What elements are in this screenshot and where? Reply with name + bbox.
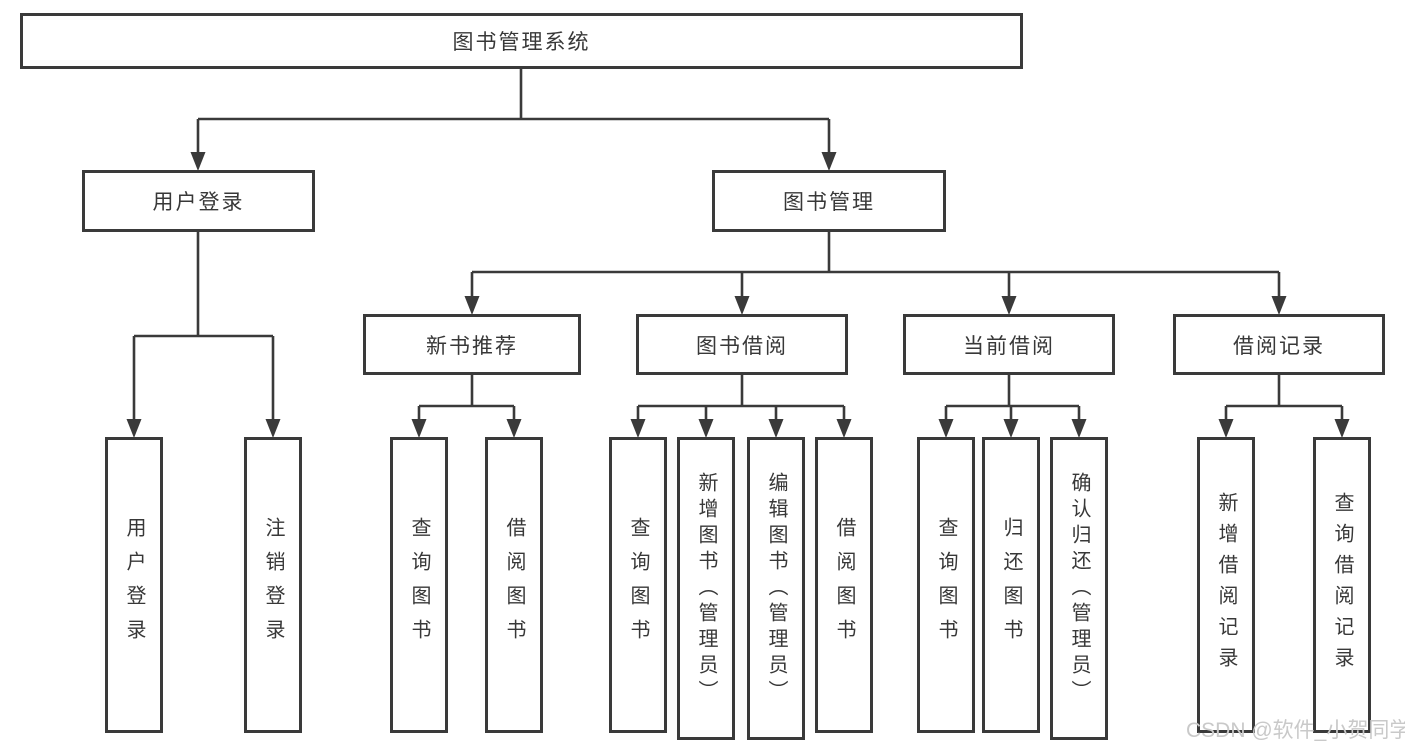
arrowhead-icon xyxy=(126,419,142,438)
node-borrowing-query-books: 查询图书 xyxy=(609,437,667,733)
node-current-borrowing-label: 当前借阅 xyxy=(963,334,1055,358)
arrowhead-icon xyxy=(698,419,714,438)
arrowhead-icon xyxy=(630,419,646,438)
node-records-add-record-label: 新增借阅记录 xyxy=(1215,492,1237,678)
node-user-login-branch-label: 用户登录 xyxy=(152,191,245,214)
node-current-confirm-return-admin: 确认归还（管理员） xyxy=(1050,437,1108,740)
arrowhead-icon xyxy=(768,419,784,438)
node-borrowing-query-books-label: 查询图书 xyxy=(627,517,649,653)
arrowhead-icon xyxy=(506,419,522,438)
arrowhead-icon xyxy=(411,419,427,438)
node-new-book-recommend: 新书推荐 xyxy=(363,314,581,375)
node-current-return-books-label: 归还图书 xyxy=(1000,517,1022,653)
arrowhead-icon xyxy=(190,152,206,171)
node-borrowing-add-books-admin-label: 新增图书（管理员） xyxy=(695,471,717,706)
node-root: 图书管理系统 xyxy=(20,13,1023,69)
node-current-return-books: 归还图书 xyxy=(982,437,1040,733)
arrowhead-icon xyxy=(265,419,281,438)
node-borrowing-borrow-books-label: 借阅图书 xyxy=(833,517,855,653)
arrowhead-icon xyxy=(836,419,852,438)
node-user-login: 用户登录 xyxy=(105,437,163,733)
node-book-management-label: 图书管理 xyxy=(783,191,875,214)
arrowhead-icon xyxy=(1218,419,1234,438)
arrowhead-icon xyxy=(821,152,837,171)
node-current-query-books: 查询图书 xyxy=(917,437,975,733)
csdn-watermark: CSDN @软件_小贺同学 xyxy=(1186,719,1405,742)
node-recommend-borrow-books: 借阅图书 xyxy=(485,437,543,733)
node-current-confirm-return-admin-label: 确认归还（管理员） xyxy=(1068,471,1090,706)
node-borrowing-borrow-books: 借阅图书 xyxy=(815,437,873,733)
node-records-add-record: 新增借阅记录 xyxy=(1197,437,1255,733)
arrowhead-icon xyxy=(1001,296,1017,315)
node-book-management: 图书管理 xyxy=(712,170,946,232)
node-current-query-books-label: 查询图书 xyxy=(935,517,957,653)
node-recommend-borrow-books-label: 借阅图书 xyxy=(503,517,525,653)
node-new-book-recommend-label: 新书推荐 xyxy=(426,334,518,358)
node-borrowing-edit-books-admin-label: 编辑图书（管理员） xyxy=(765,471,787,706)
node-logout-login-label: 注销登录 xyxy=(262,517,284,653)
node-user-login-label: 用户登录 xyxy=(123,517,145,653)
arrowhead-icon xyxy=(1271,296,1287,315)
node-root-label: 图书管理系统 xyxy=(452,31,591,54)
node-book-borrowing-label: 图书借阅 xyxy=(696,334,788,358)
node-borrowing-edit-books-admin: 编辑图书（管理员） xyxy=(747,437,805,740)
node-logout-login: 注销登录 xyxy=(244,437,302,733)
node-book-borrowing: 图书借阅 xyxy=(636,314,848,375)
node-current-borrowing: 当前借阅 xyxy=(903,314,1115,375)
arrowhead-icon xyxy=(734,296,750,315)
node-recommend-query-books: 查询图书 xyxy=(390,437,448,733)
arrowhead-icon xyxy=(1334,419,1350,438)
arrowhead-icon xyxy=(1003,419,1019,438)
arrowhead-icon xyxy=(938,419,954,438)
node-borrow-records: 借阅记录 xyxy=(1173,314,1385,375)
arrowhead-icon xyxy=(1071,419,1087,438)
node-records-query-record-label: 查询借阅记录 xyxy=(1331,492,1353,678)
node-borrow-records-label: 借阅记录 xyxy=(1233,334,1325,358)
node-borrowing-add-books-admin: 新增图书（管理员） xyxy=(677,437,735,740)
node-records-query-record: 查询借阅记录 xyxy=(1313,437,1371,733)
node-recommend-query-books-label: 查询图书 xyxy=(408,517,430,653)
arrowhead-icon xyxy=(464,296,480,315)
node-user-login-branch: 用户登录 xyxy=(82,170,315,232)
